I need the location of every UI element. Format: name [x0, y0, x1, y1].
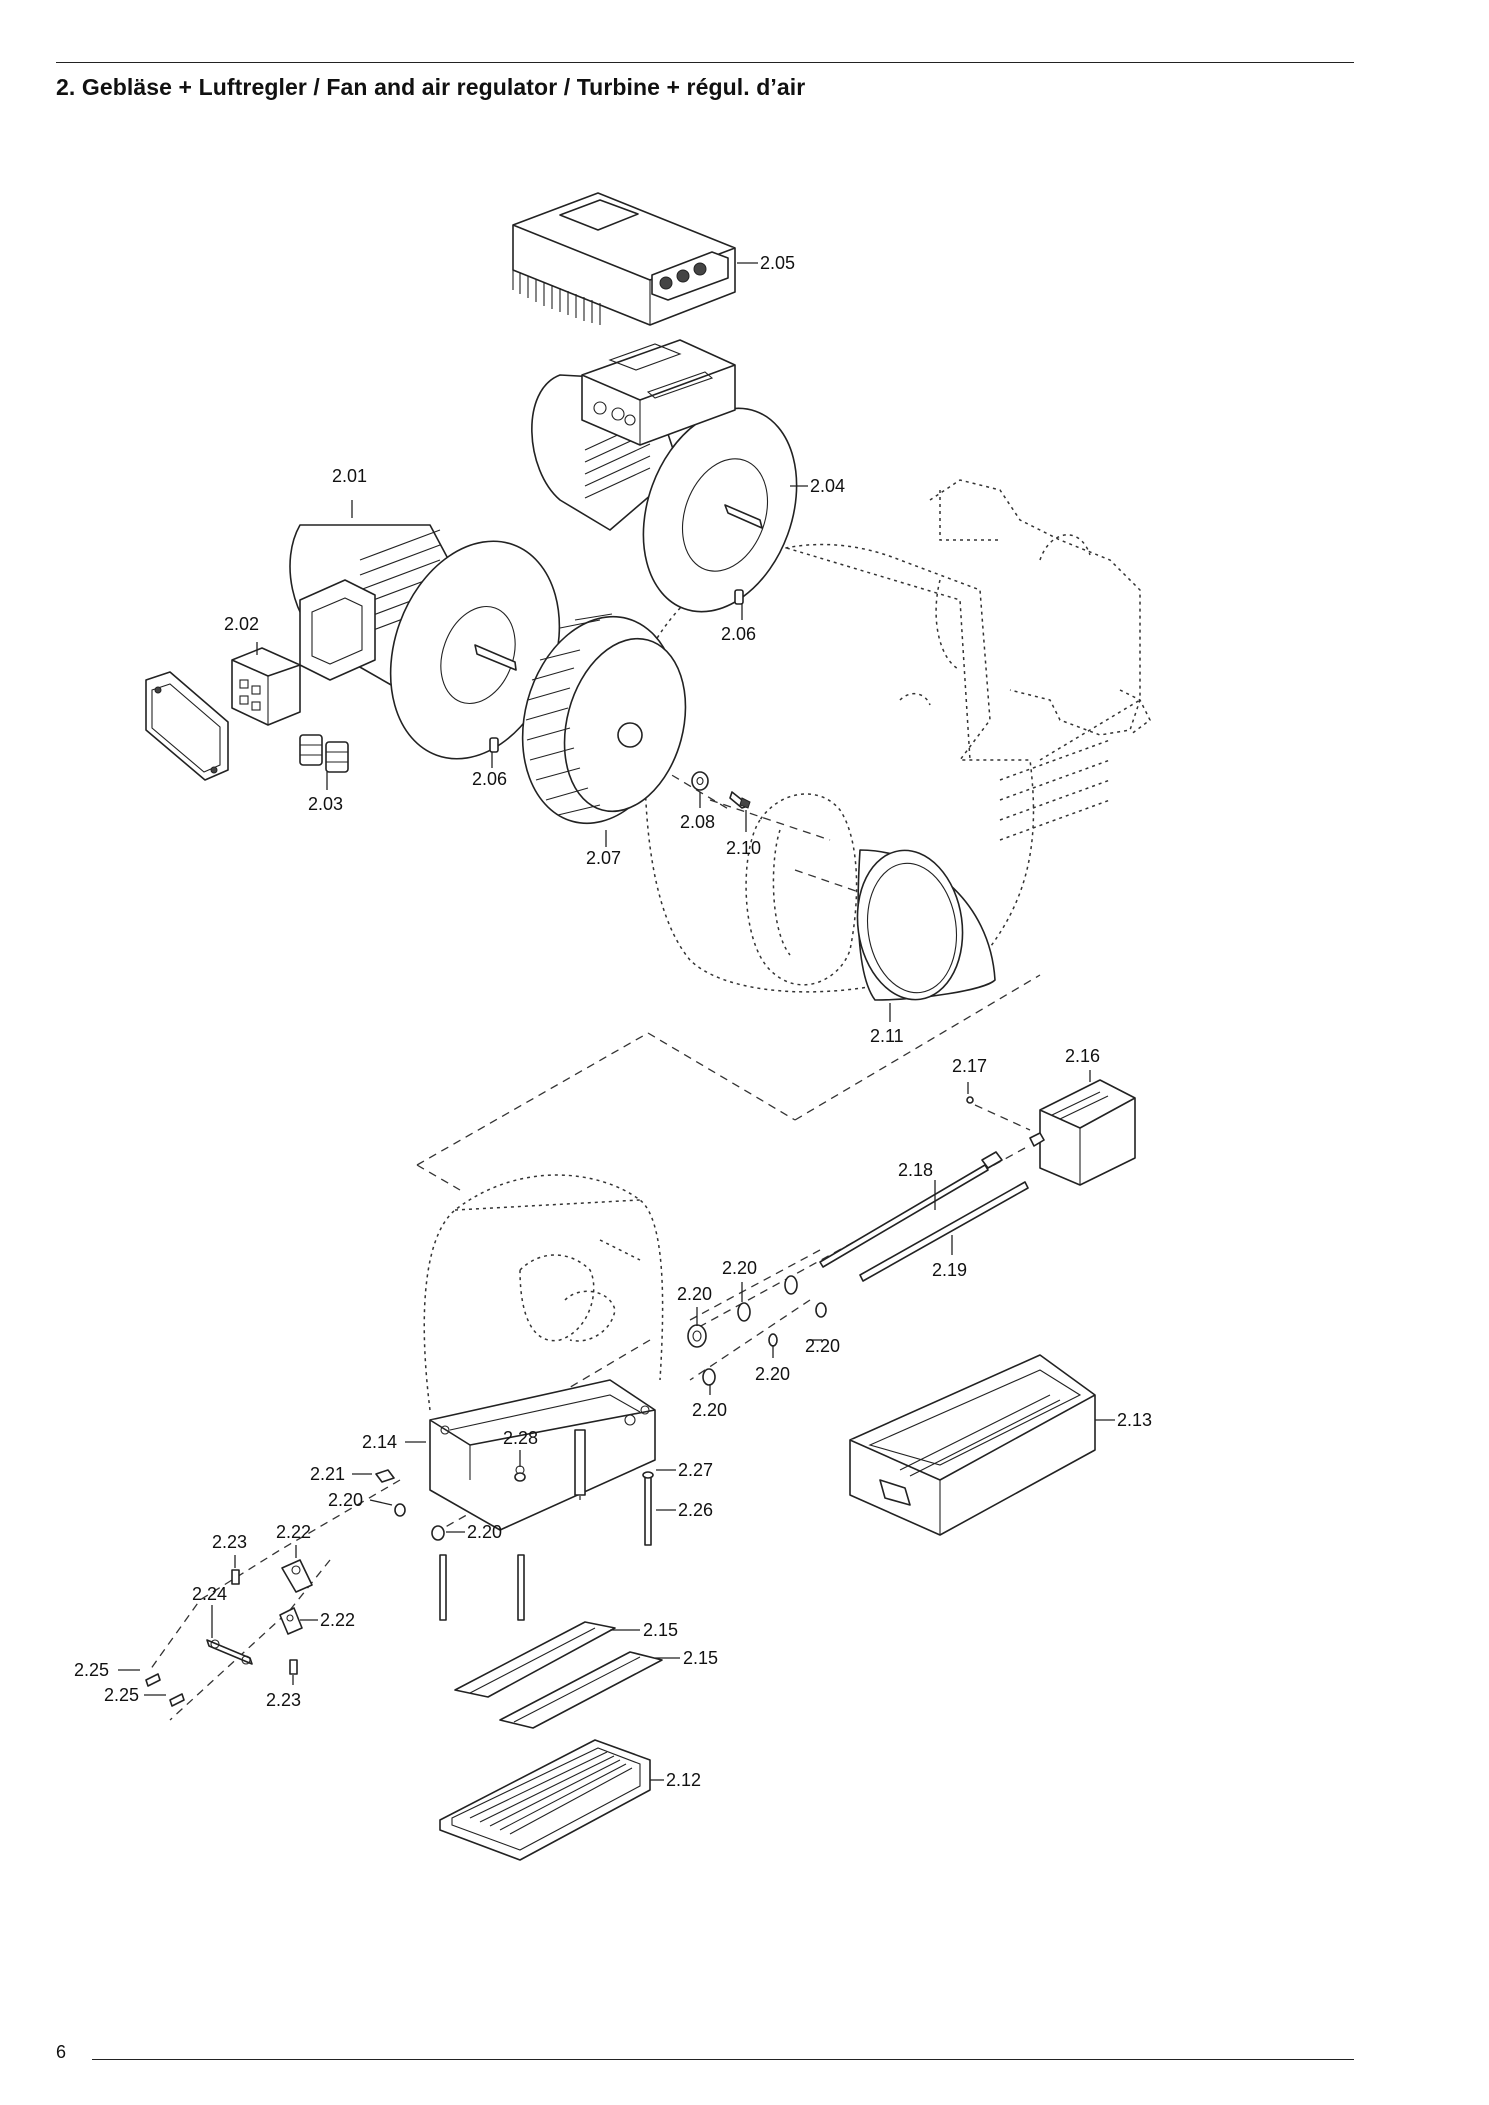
part-2-04-motor	[531, 339, 798, 613]
callout-2-16: 2.16	[1065, 1046, 1100, 1066]
callout-2-10: 2.10	[726, 838, 761, 858]
callout-2-23-lower: 2.23	[266, 1690, 301, 1710]
callout-2-02: 2.02	[224, 614, 259, 634]
part-2-18-shaft	[819, 1151, 1003, 1268]
callout-labels: 2.05 2.04 2.01 2.06 2.02 2.06 2.03 2.08 …	[74, 253, 1152, 1790]
callout-2-25-upper: 2.25	[74, 1660, 109, 1680]
callout-2-20-c: 2.20	[805, 1336, 840, 1356]
part-2-15-plates	[454, 1621, 663, 1729]
callout-2-26: 2.26	[678, 1500, 713, 1520]
callout-2-04: 2.04	[810, 476, 845, 496]
part-2-12-grille	[439, 1739, 651, 1861]
part-2-13-tray	[849, 1354, 1096, 1536]
callout-leaders	[118, 262, 1115, 1781]
callout-2-22-upper: 2.22	[276, 1522, 311, 1542]
part-2-02-contactor	[145, 647, 301, 781]
callout-2-12: 2.12	[666, 1770, 701, 1790]
page-title: 2. Gebläse + Luftregler / Fan and air re…	[56, 74, 806, 100]
part-2-03-cable-glands	[299, 734, 349, 773]
callout-2-20-g: 2.20	[467, 1522, 502, 1542]
part-2-16-actuator	[1029, 1079, 1136, 1186]
callout-2-13: 2.13	[1117, 1410, 1152, 1430]
callout-2-24: 2.24	[192, 1584, 227, 1604]
part-2-05-controller	[512, 192, 736, 326]
part-2-11-flange-ring	[856, 849, 996, 1001]
callout-2-17: 2.17	[952, 1056, 987, 1076]
callout-2-06-lower: 2.06	[472, 769, 507, 789]
callout-2-19: 2.19	[932, 1260, 967, 1280]
part-2-17-pin	[966, 1096, 974, 1104]
air-box-outline	[423, 1174, 664, 1411]
callout-2-01: 2.01	[332, 466, 367, 486]
callout-2-15-lower: 2.15	[683, 1648, 718, 1668]
callout-2-03: 2.03	[308, 794, 343, 814]
part-2-14-housing	[429, 1379, 656, 1531]
callout-2-20-d: 2.20	[755, 1364, 790, 1384]
callout-2-06-upper: 2.06	[721, 624, 756, 644]
linkage-small-parts	[145, 1469, 395, 1707]
part-2-10-screw	[729, 791, 751, 809]
callout-2-07: 2.07	[586, 848, 621, 868]
callout-2-20-b: 2.20	[677, 1284, 712, 1304]
callout-2-28: 2.28	[503, 1428, 538, 1448]
page-number: 6	[56, 2042, 67, 2062]
header-rule	[56, 62, 1354, 63]
bushes-and-rings	[394, 1275, 827, 1541]
callout-2-21: 2.21	[310, 1464, 345, 1484]
callout-2-20-e: 2.20	[692, 1400, 727, 1420]
callout-2-27: 2.27	[678, 1460, 713, 1480]
callout-2-15-upper: 2.15	[643, 1620, 678, 1640]
callout-2-05: 2.05	[760, 253, 795, 273]
callout-2-20-f: 2.20	[328, 1490, 363, 1510]
callout-2-08: 2.08	[680, 812, 715, 832]
callout-2-18: 2.18	[898, 1160, 933, 1180]
part-2-19-shaft	[859, 1181, 1029, 1282]
callout-2-23-upper: 2.23	[212, 1532, 247, 1552]
part-2-01-motor	[289, 524, 561, 760]
part-2-08-washer	[691, 771, 709, 791]
callout-2-25-lower: 2.25	[104, 1685, 139, 1705]
callout-2-22-lower: 2.22	[320, 1610, 355, 1630]
callout-2-11: 2.11	[870, 1026, 904, 1046]
callout-2-14: 2.14	[362, 1432, 397, 1452]
tie-rods	[439, 1471, 654, 1621]
part-2-07-fan-wheel	[521, 613, 687, 825]
callout-2-20-a: 2.20	[722, 1258, 757, 1278]
footer-rule	[92, 2059, 1354, 2060]
